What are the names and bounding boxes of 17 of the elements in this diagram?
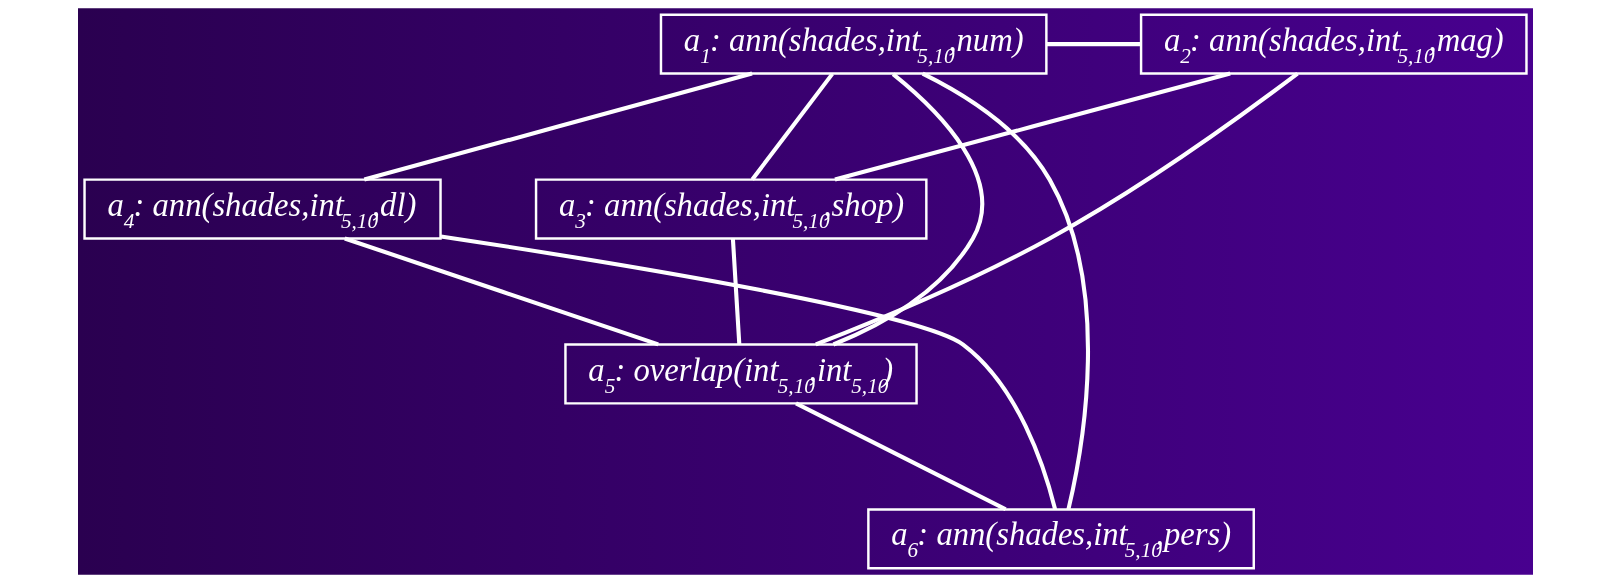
connector [730, 238, 741, 345]
connector [363, 71, 753, 182]
node-box: a$_{1}$: ann(shades,int$_{5,10}$,num) [659, 13, 1048, 75]
connector [814, 71, 1299, 347]
node-box: a$_{5}$: overlap(int$_{5,10}$,int$_{5,10}$) [563, 343, 918, 405]
connector [794, 401, 1007, 512]
connector [343, 236, 659, 347]
connector [750, 72, 834, 181]
node-box: a$_{3}$: ann(shades,int$_{5,10}$,shop) [534, 178, 928, 240]
connector [1045, 42, 1141, 47]
connector [921, 71, 1090, 510]
node-box: a$_{6}$: ann(shades,int$_{5,10}$,pers) [866, 508, 1255, 570]
connector [833, 71, 1231, 182]
connector [832, 72, 984, 347]
node-box: a$_{4}$: ann(shades,int$_{5,10}$,dl) [82, 178, 442, 240]
node-box: a$_{2}$: ann(shades,int$_{5,10}$,mag) [1139, 13, 1528, 75]
connector [440, 234, 1057, 510]
